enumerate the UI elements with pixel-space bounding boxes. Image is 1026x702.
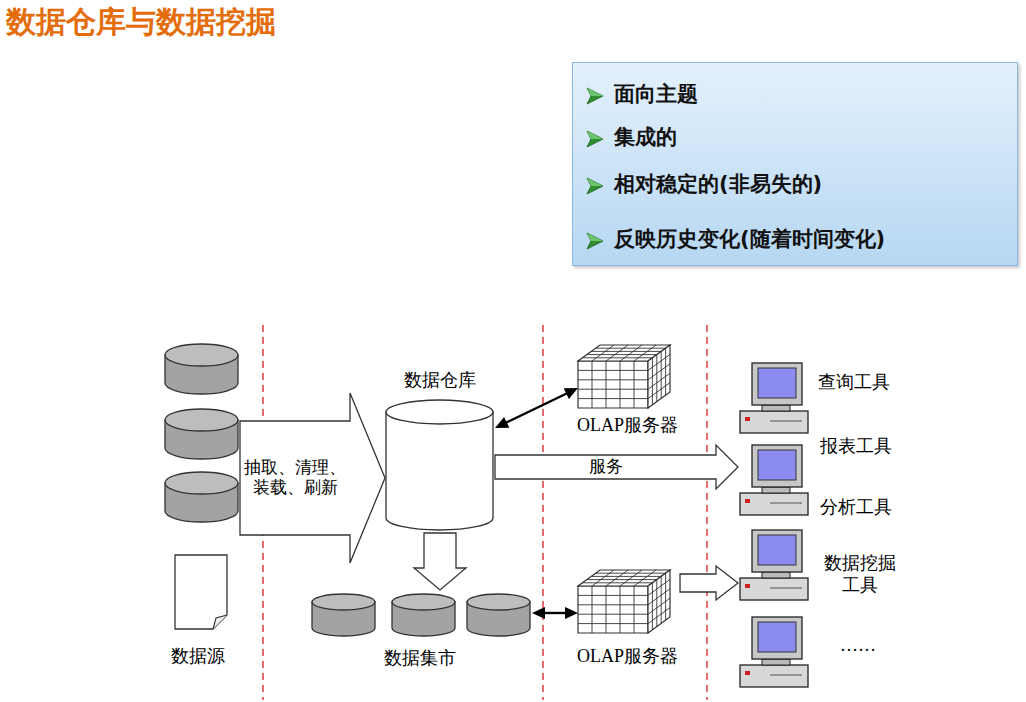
arrow-head — [564, 388, 578, 399]
cylinder-top — [467, 594, 530, 610]
olap-server: OLAP服务器 — [578, 343, 680, 439]
node-label: 面向主题 — [614, 82, 698, 107]
node-illustration — [155, 340, 240, 675]
node-label: 集成的 — [614, 125, 677, 150]
computer-icon — [740, 530, 808, 600]
connector-arrow — [495, 388, 578, 428]
connector-arrow — [532, 607, 578, 619]
cylinder-top — [312, 594, 375, 610]
connector-arrow — [240, 393, 385, 563]
olap-server: OLAP服务器 — [578, 568, 680, 670]
connector-label: 服务 — [588, 457, 624, 477]
bullet-arrow — [587, 178, 603, 194]
node-label: OLAP服务器 — [577, 415, 678, 437]
tool-column: 查询工具报表工具分析工具数据挖掘 工具 …… — [738, 355, 938, 695]
arrow-head — [495, 417, 509, 428]
connector-label: 抽取、清理、装载、刷新 — [241, 458, 349, 499]
cube-front — [578, 586, 648, 633]
page-title: 数据仓库与数据挖掘 — [6, 2, 276, 43]
feature-box: 面向主题集成的相对稳定的(非易失的) 反映历史变化(随着时间变化) — [572, 62, 1018, 266]
computer-icon — [740, 445, 808, 515]
computer-icon — [740, 617, 808, 687]
bullet-arrow-shade — [587, 131, 603, 139]
cylinder-body — [386, 412, 493, 530]
computer-icon — [740, 363, 808, 433]
cylinder-top — [392, 594, 455, 610]
bullet-arrow — [587, 233, 603, 249]
data-warehouse: 数据仓库 — [385, 370, 495, 533]
bullet-arrow — [587, 131, 603, 147]
cube-grid — [578, 570, 670, 633]
divider-line — [542, 325, 544, 700]
node-label: 数据集市 — [384, 648, 456, 670]
arrow-head — [532, 607, 545, 619]
arrow-head — [565, 607, 578, 619]
bullet-arrow-shade — [587, 178, 603, 186]
node-illustration — [385, 370, 495, 533]
node-label: 数据挖掘 工具 — [820, 553, 900, 596]
node-label: OLAP服务器 — [577, 646, 678, 668]
connector-line — [544, 612, 566, 614]
cube-grid — [578, 345, 670, 408]
connector-arrow — [414, 533, 466, 590]
node-label: 分析工具 — [820, 497, 892, 519]
block-arrow — [680, 566, 738, 600]
cylinder-top — [165, 344, 238, 366]
node-label: 相对稳定的(非易失的) — [614, 172, 822, 197]
connector-arrow — [680, 566, 738, 600]
connector-line — [506, 393, 567, 423]
bullet-arrow-shade — [587, 233, 603, 241]
block-arrow — [414, 533, 466, 590]
node-label: 数据仓库 — [404, 370, 476, 392]
document-fold — [213, 615, 227, 629]
bullet-arrow-shade — [587, 88, 603, 96]
block-arrow — [240, 393, 385, 563]
cylinder-top — [386, 400, 493, 424]
data-source: 数据源 — [155, 340, 240, 675]
block-arrow — [495, 445, 738, 489]
cylinder-top — [165, 409, 238, 431]
node-label: 数据源 — [171, 646, 225, 668]
divider-line — [706, 325, 708, 700]
data-mart: 数据集市 — [308, 590, 532, 674]
bullet-arrow — [587, 88, 603, 104]
node-label: 反映历史变化(随着时间变化) — [614, 227, 885, 252]
cube-front — [578, 361, 648, 408]
connector-arrow — [495, 445, 738, 489]
node-illustration — [738, 355, 938, 695]
cylinder-top — [165, 472, 238, 494]
document-icon — [175, 555, 227, 629]
node-label: 查询工具 — [818, 372, 890, 394]
node-label: …… — [840, 635, 876, 657]
node-label: 报表工具 — [820, 436, 892, 458]
